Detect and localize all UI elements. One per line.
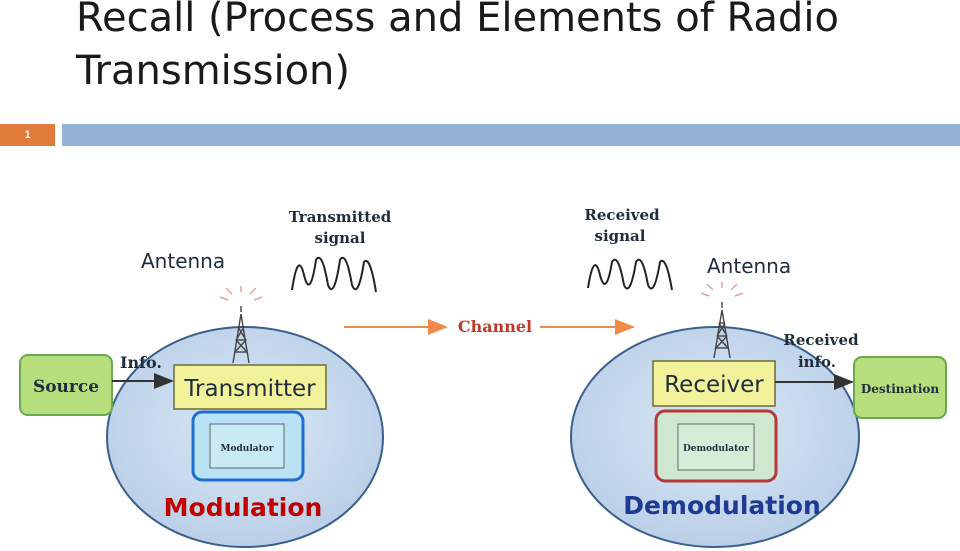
- transmitter-block: Transmitter: [173, 364, 327, 410]
- transmitted-signal-label-line2: signal: [315, 229, 366, 247]
- slide-number: 1: [0, 124, 55, 146]
- transmitter-label: Transmitter: [183, 376, 316, 402]
- source-block: Source: [19, 354, 113, 416]
- demodulator-block: Demodulator: [654, 409, 778, 483]
- transmitted-wave-icon: [291, 256, 377, 293]
- received-signal-label-line1: Received: [584, 206, 660, 224]
- modulator-label: Modulator: [221, 444, 274, 454]
- receiver-label: Receiver: [664, 372, 764, 398]
- demodulation-label: Demodulation: [623, 491, 821, 520]
- transmitted-signal-label-line1: Transmitted: [289, 208, 392, 226]
- antenna-right-label: Antenna: [707, 254, 791, 278]
- radiating-waves-right-icon: [700, 282, 744, 297]
- radiating-waves-left-icon: [219, 286, 263, 301]
- modulator-block: Modulator: [191, 410, 305, 482]
- destination-label: Destination: [861, 382, 940, 396]
- received-info-label-line1: Received: [783, 331, 859, 349]
- slide-title: Recall (Process and Elements of Radio Tr…: [76, 0, 839, 94]
- destination-block: Destination: [853, 356, 947, 419]
- channel-label: Channel: [458, 317, 532, 336]
- received-wave-icon: [587, 258, 673, 291]
- antenna-tower-right-icon: [713, 302, 731, 359]
- received-info-label-line2: info.: [798, 353, 836, 371]
- demodulator-label: Demodulator: [683, 444, 749, 454]
- modulation-label: Modulation: [164, 493, 323, 522]
- source-label: Source: [33, 377, 99, 397]
- info-label: Info.: [120, 353, 162, 372]
- receiver-block: Receiver: [652, 360, 776, 407]
- antenna-left-label: Antenna: [141, 249, 225, 273]
- antenna-tower-left-icon: [232, 306, 250, 364]
- received-signal-label-line2: signal: [595, 227, 646, 245]
- header-bar: [62, 124, 960, 146]
